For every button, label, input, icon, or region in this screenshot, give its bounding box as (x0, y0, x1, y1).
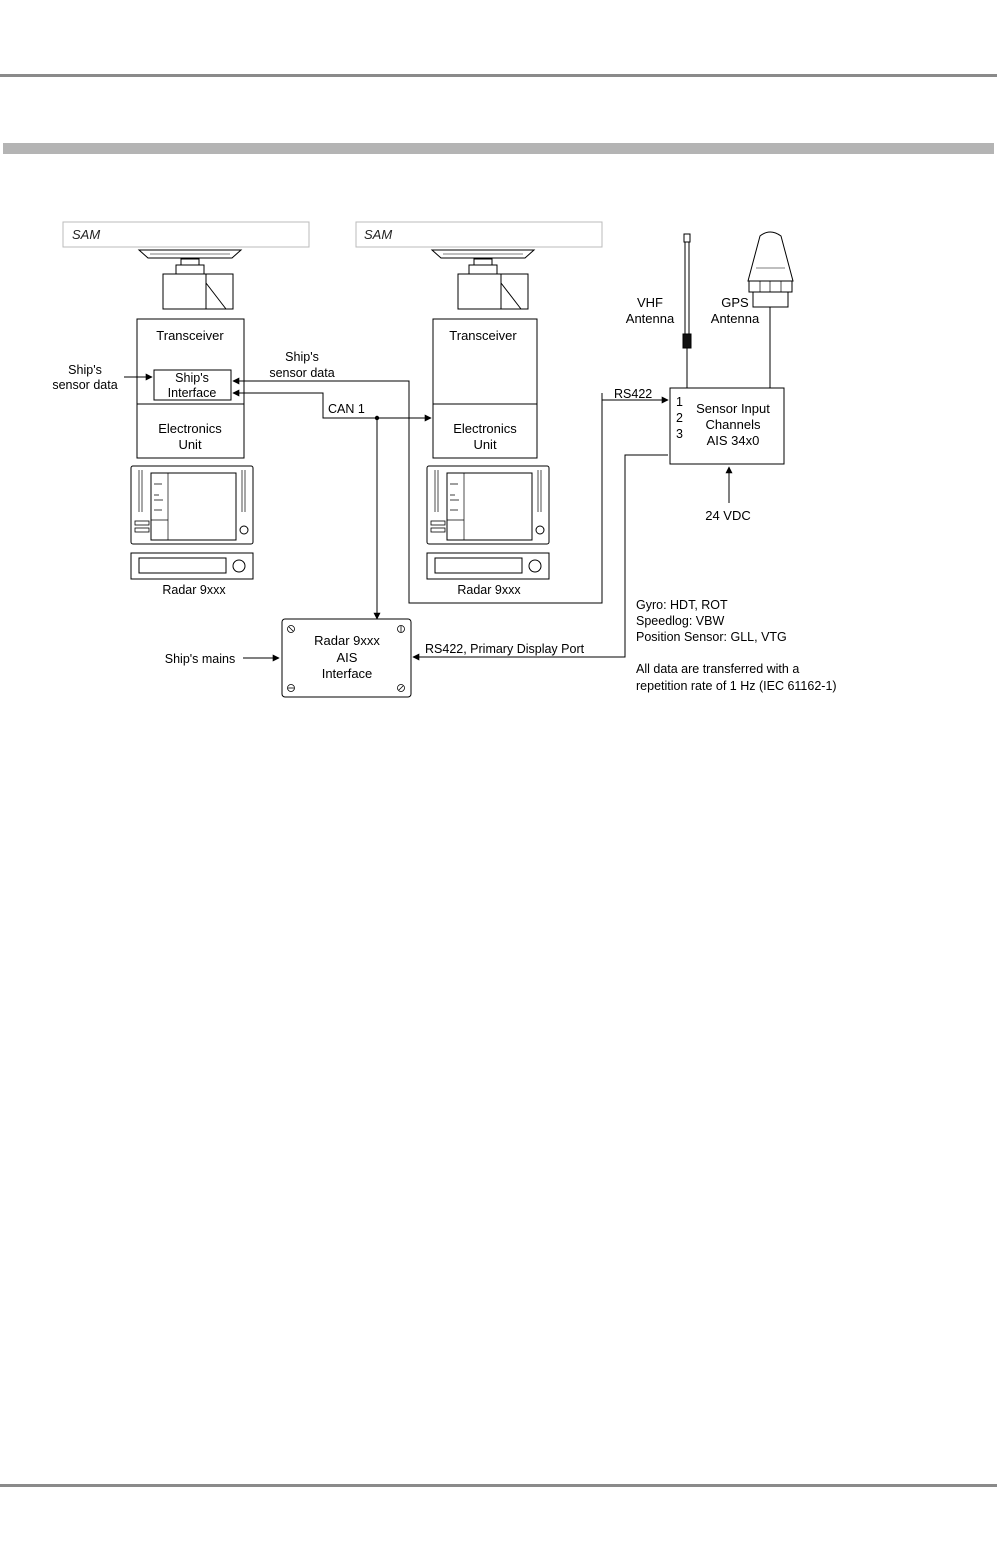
radar-keyboard-panel-icon-right (426, 552, 550, 580)
channel-3: 3 (676, 427, 683, 441)
can-label: CAN 1 (328, 402, 365, 416)
ais-interface-line3: Interface (322, 666, 373, 681)
top-rule (0, 74, 997, 77)
mains-label: Ship's mains (165, 652, 235, 666)
sensor-box-line2: Channels (706, 417, 761, 432)
electronics-label-right-2: Unit (473, 437, 497, 452)
sensor-input-channels-box (669, 387, 785, 465)
radar-display-monitor-icon-right (426, 465, 550, 545)
right-radar: SAM Transceiver Electronics Unit (355, 221, 603, 597)
ais-interface-line2: AIS (337, 650, 358, 665)
primary-display-port-line (412, 454, 668, 661)
sensor-box-line3: AIS 34x0 (707, 433, 760, 448)
data-notes: Gyro: HDT, ROT Speedlog: VBW Position Se… (636, 598, 837, 693)
ships-interface-box (153, 369, 232, 401)
left-radar: SAM Transceiver Ship's Interface Electro… (62, 221, 310, 597)
power-label: 24 VDC (705, 508, 751, 523)
sam-label-left: SAM (72, 227, 100, 242)
bottom-rule (0, 1484, 997, 1487)
rs422-line (601, 393, 669, 404)
transceiver-unit-right (432, 318, 538, 405)
note-line: Speedlog: VBW (636, 614, 724, 628)
radar-name-left: Radar 9xxx (162, 583, 226, 597)
antenna-scanner-icon (430, 249, 536, 310)
sensor-data-return-line (232, 377, 603, 604)
screw-icons (287, 625, 405, 692)
gps-label-2: Antenna (711, 311, 760, 326)
note-line: All data are transferred with a (636, 662, 799, 676)
ext-sensor-label-1: Ship's (68, 363, 102, 377)
sam-bar-right (355, 221, 603, 248)
radar-name-right: Radar 9xxx (457, 583, 521, 597)
antenna-scanner-icon (137, 249, 243, 310)
sam-bar-left (62, 221, 310, 248)
ais-interface-line1: Radar 9xxx (314, 633, 380, 648)
mid-sensor-label-1: Ship's (285, 350, 319, 364)
electronics-unit-right (432, 403, 538, 459)
vhf-label-2: Antenna (626, 311, 675, 326)
transceiver-label-right: Transceiver (449, 328, 517, 343)
electronics-unit-left (136, 403, 245, 459)
sensor-box-line1: Sensor Input (696, 401, 770, 416)
radar-keyboard-panel-icon-left (130, 552, 254, 580)
section-bar (3, 143, 994, 154)
channel-2: 2 (676, 411, 683, 425)
ships-interface-label-1: Ship's (175, 371, 209, 385)
vhf-label-1: VHF (637, 295, 663, 310)
gps-antenna-icon (747, 231, 794, 388)
vhf-antenna-icon (682, 233, 692, 388)
primary-port-label: RS422, Primary Display Port (425, 642, 585, 656)
electronics-label-left-1: Electronics (158, 421, 222, 436)
note-line: Gyro: HDT, ROT (636, 598, 728, 612)
sam-label-right: SAM (364, 227, 392, 242)
channel-1: 1 (676, 395, 683, 409)
electronics-label-left-2: Unit (178, 437, 202, 452)
ext-sensor-label-2: sensor data (52, 378, 117, 392)
transceiver-label-left: Transceiver (156, 328, 224, 343)
ships-interface-label-2: Interface (168, 386, 217, 400)
radar-display-monitor-icon-left (130, 465, 254, 545)
note-line: repetition rate of 1 Hz (IEC 61162-1) (636, 679, 837, 693)
ais-interface-box (281, 618, 412, 698)
rs422-label: RS422 (614, 387, 652, 401)
gps-label-1: GPS (721, 295, 749, 310)
mid-sensor-label-2: sensor data (269, 366, 334, 380)
note-line: Position Sensor: GLL, VTG (636, 630, 787, 644)
electronics-label-right-1: Electronics (453, 421, 517, 436)
